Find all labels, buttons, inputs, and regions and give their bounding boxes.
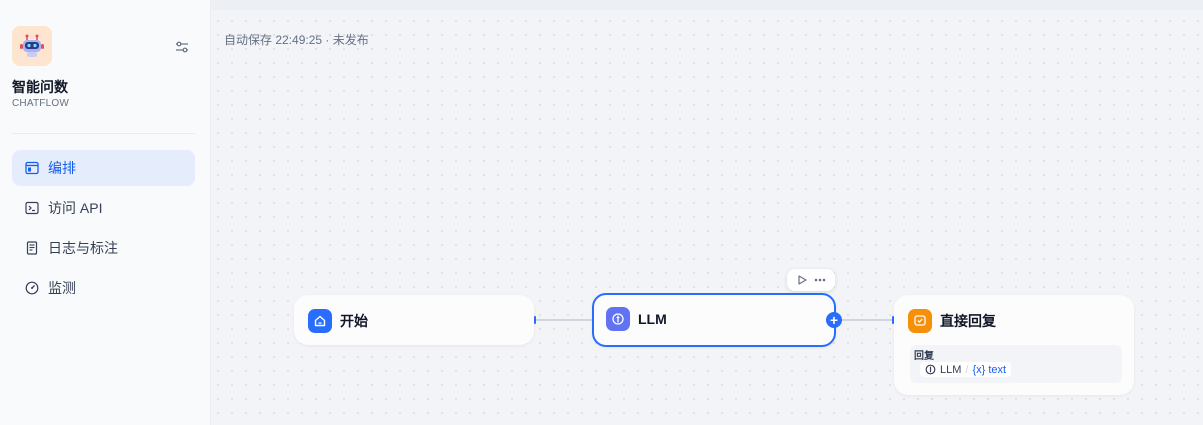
terminal-icon (24, 200, 40, 216)
add-next-node-button[interactable]: + (826, 312, 842, 328)
app-type: CHATFLOW (12, 98, 69, 109)
sidebar-item-label: 监测 (48, 280, 76, 296)
robot-icon (20, 34, 44, 57)
sidebar-item-label: 编排 (48, 160, 76, 176)
sliders-icon (176, 41, 188, 53)
llm-icon (606, 307, 630, 331)
variable-reference[interactable]: LLM / {x} text (920, 362, 1012, 377)
node-header: LLM (606, 307, 667, 331)
layout-icon (24, 160, 40, 176)
gauge-icon (24, 280, 40, 296)
start-output-handle[interactable] (534, 316, 536, 324)
save-status: 自动保存 22:49:25 · 未发布 (224, 33, 369, 47)
edge-llm-answer (841, 319, 893, 321)
canvas-header (211, 0, 1203, 10)
node-llm[interactable]: LLM (592, 293, 836, 347)
node-title: 直接回复 (940, 313, 996, 329)
answer-icon (908, 309, 932, 333)
workflow-canvas[interactable]: 自动保存 22:49:25 · 未发布 开始 LLM + (211, 0, 1203, 425)
variable-name: text (988, 363, 1007, 376)
play-icon (798, 275, 807, 285)
sidebar-divider (12, 133, 195, 134)
node-toolbar (787, 269, 835, 291)
variable-separator: / (965, 363, 969, 376)
llm-small-icon (925, 364, 936, 375)
node-title: 开始 (340, 313, 368, 329)
app-name: 智能问数 (12, 79, 68, 95)
node-header: 直接回复 (908, 309, 996, 333)
edge-start-llm (536, 319, 594, 321)
variable-source: LLM (940, 363, 962, 376)
node-title: LLM (638, 311, 667, 327)
sidebar: 智能问数 CHATFLOW 编排 访问 API 日志与标注 监测 (0, 0, 211, 425)
sidebar-item-logs[interactable]: 日志与标注 (12, 230, 195, 266)
node-header: 开始 (308, 309, 368, 333)
run-node-button[interactable] (793, 271, 811, 289)
node-answer[interactable]: 直接回复 回复 LLM / {x} text (894, 295, 1134, 395)
more-icon (814, 278, 826, 282)
reply-label: 回复 (914, 351, 934, 362)
more-options-button[interactable] (811, 271, 829, 289)
variable-prefix-icon: {x} (972, 363, 986, 376)
reply-field[interactable]: 回复 LLM / {x} text (910, 345, 1122, 383)
sidebar-item-api[interactable]: 访问 API (12, 190, 195, 226)
document-icon (24, 240, 40, 256)
app-icon[interactable] (12, 26, 52, 66)
answer-input-handle[interactable] (892, 316, 894, 324)
node-start[interactable]: 开始 (294, 295, 534, 345)
home-icon (308, 309, 332, 333)
sidebar-item-label: 访问 API (48, 200, 103, 216)
app-settings-button[interactable] (173, 38, 191, 56)
sidebar-item-label: 日志与标注 (48, 240, 118, 256)
sidebar-item-orchestrate[interactable]: 编排 (12, 150, 195, 186)
sidebar-item-monitor[interactable]: 监测 (12, 270, 195, 306)
sidebar-nav: 编排 访问 API 日志与标注 监测 (12, 150, 195, 310)
